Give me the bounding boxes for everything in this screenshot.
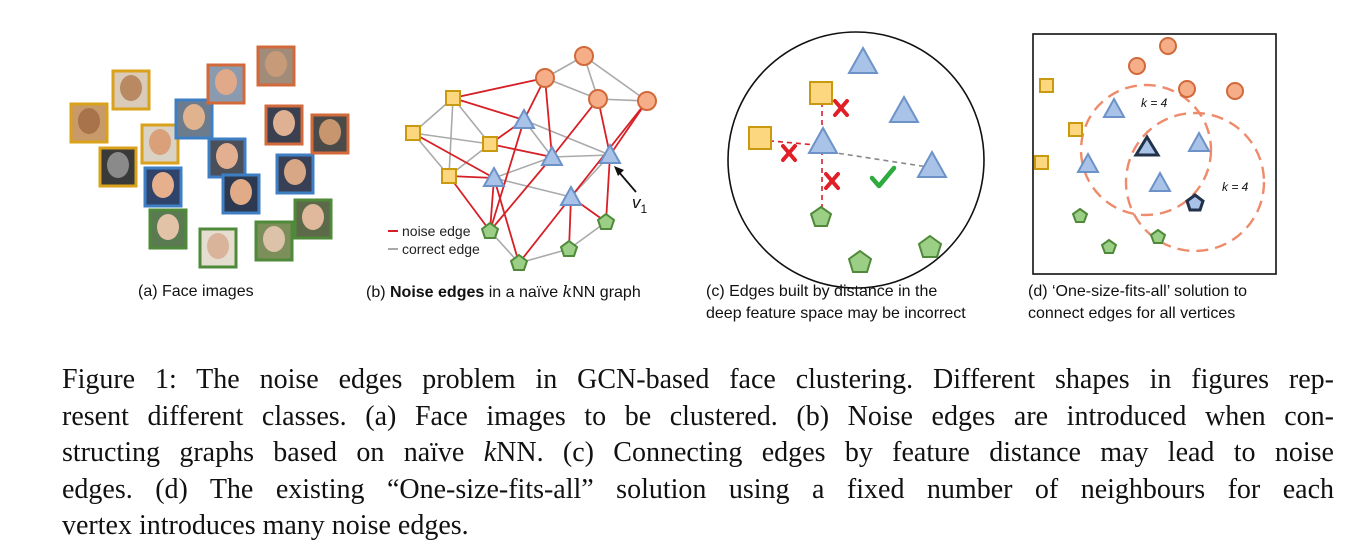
caption-line: (d) ‘One-size-fits-all’ solution to bbox=[1028, 283, 1248, 300]
triangle-vertices bbox=[1076, 96, 1211, 192]
face-thumbnail bbox=[264, 104, 304, 146]
panel-d-fixed-k: k = 4 k = 4 bbox=[1032, 33, 1277, 275]
pentagon-vertices bbox=[1071, 207, 1167, 254]
face-thumbnail bbox=[207, 137, 247, 179]
square-vertex bbox=[809, 81, 833, 105]
cross-icon bbox=[781, 144, 797, 162]
caption-k: k bbox=[562, 282, 573, 301]
face-thumbnail bbox=[206, 63, 246, 105]
face-thumbnail bbox=[148, 208, 188, 250]
face-thumbnail bbox=[221, 173, 261, 215]
cross-icon bbox=[824, 172, 840, 190]
triangle-vertex bbox=[888, 94, 920, 123]
panel-d-caption: (d) ‘One-size-fits-all’ solution to conne… bbox=[1028, 281, 1247, 325]
panel-b-caption: (b) Noise edges in a naïve kNN graph bbox=[366, 281, 641, 304]
query-pentagon-vertex bbox=[1185, 193, 1205, 212]
caption-k: k bbox=[483, 437, 497, 468]
triangle-vertices bbox=[482, 107, 622, 206]
square-vertices bbox=[405, 90, 498, 184]
face-thumbnail bbox=[143, 166, 183, 208]
legend-noise-label: noise edge bbox=[402, 223, 471, 239]
face-thumbnail bbox=[198, 227, 238, 269]
caption-line: edges. (d) The existing “One-size-fits-a… bbox=[62, 473, 1334, 505]
caption-text: NN. (c) Connecting edges by feature dist… bbox=[496, 437, 1334, 468]
k-neighbourhood-circle bbox=[1079, 83, 1213, 217]
face-thumbnail bbox=[310, 113, 350, 155]
caption-line: Figure 1: The noise edges problem in GCN… bbox=[62, 364, 1334, 395]
legend-correct-label: correct edge bbox=[402, 241, 480, 257]
panel-a-caption: (a) Face images bbox=[138, 283, 254, 300]
caption-suffix: NN graph bbox=[572, 284, 641, 301]
panel-b-graph: v1 noise edge correct edge bbox=[388, 46, 657, 271]
caption-mid: in a naïve bbox=[484, 284, 563, 301]
check-icon bbox=[869, 165, 897, 189]
triangle-vertex bbox=[847, 45, 879, 74]
caption-text: structing graphs based on naïve bbox=[62, 437, 484, 468]
pentagon-vertex bbox=[847, 249, 873, 273]
caption-line: (c) Edges built by distance in the bbox=[706, 283, 938, 300]
figure-graphic: v1 noise edge correct edge bbox=[69, 31, 1277, 289]
square-vertex bbox=[748, 126, 772, 150]
pentagon-vertex bbox=[917, 234, 943, 258]
face-thumbnail bbox=[254, 220, 294, 262]
face-thumbnail bbox=[140, 123, 180, 165]
k-label: k = 4 bbox=[1222, 180, 1249, 194]
face-thumbnail bbox=[111, 69, 151, 111]
caption-line: structing graphs based on naïve kNN. (c)… bbox=[62, 435, 1334, 472]
pentagon-vertices bbox=[480, 212, 616, 271]
triangle-vertex bbox=[807, 125, 839, 154]
v1-label: v1 bbox=[632, 193, 648, 216]
caption-bold: Noise edges bbox=[390, 284, 485, 301]
caption-line: resent different classes. (a) Face image… bbox=[62, 400, 1334, 432]
face-thumbnail bbox=[98, 146, 138, 188]
caption-line: vertex introduces many noise edges. bbox=[62, 510, 469, 541]
triangle-vertex bbox=[916, 149, 948, 178]
panel-c-caption: (c) Edges built by distance in the deep f… bbox=[706, 281, 966, 325]
face-thumbnail bbox=[69, 102, 109, 144]
pentagon-vertex bbox=[809, 205, 833, 227]
caption-line: connect edges for all vertices bbox=[1028, 305, 1236, 322]
panel-c-feature-space bbox=[727, 31, 985, 289]
circle-vertices bbox=[1128, 37, 1244, 100]
face-thumbnail bbox=[256, 45, 296, 87]
face-thumbnail bbox=[293, 198, 333, 240]
caption-prefix: (b) bbox=[366, 284, 390, 301]
query-triangle-vertex bbox=[1133, 134, 1161, 157]
face-thumbnail bbox=[275, 153, 315, 195]
k-neighbourhood-circle bbox=[1124, 111, 1266, 253]
face-thumbnail bbox=[174, 98, 214, 140]
v1-pointer-arrow bbox=[614, 166, 637, 193]
square-vertices bbox=[1034, 78, 1083, 170]
figure-caption: Figure 1: The noise edges problem in GCN… bbox=[62, 362, 1334, 545]
cross-icon bbox=[833, 99, 849, 117]
panel-a-faces bbox=[69, 45, 350, 269]
noise-edges bbox=[412, 77, 648, 264]
feature-space-boundary bbox=[727, 31, 985, 289]
k-label: k = 4 bbox=[1141, 96, 1168, 110]
circle-vertices bbox=[535, 46, 657, 111]
caption-line: deep feature space may be incorrect bbox=[706, 305, 966, 322]
